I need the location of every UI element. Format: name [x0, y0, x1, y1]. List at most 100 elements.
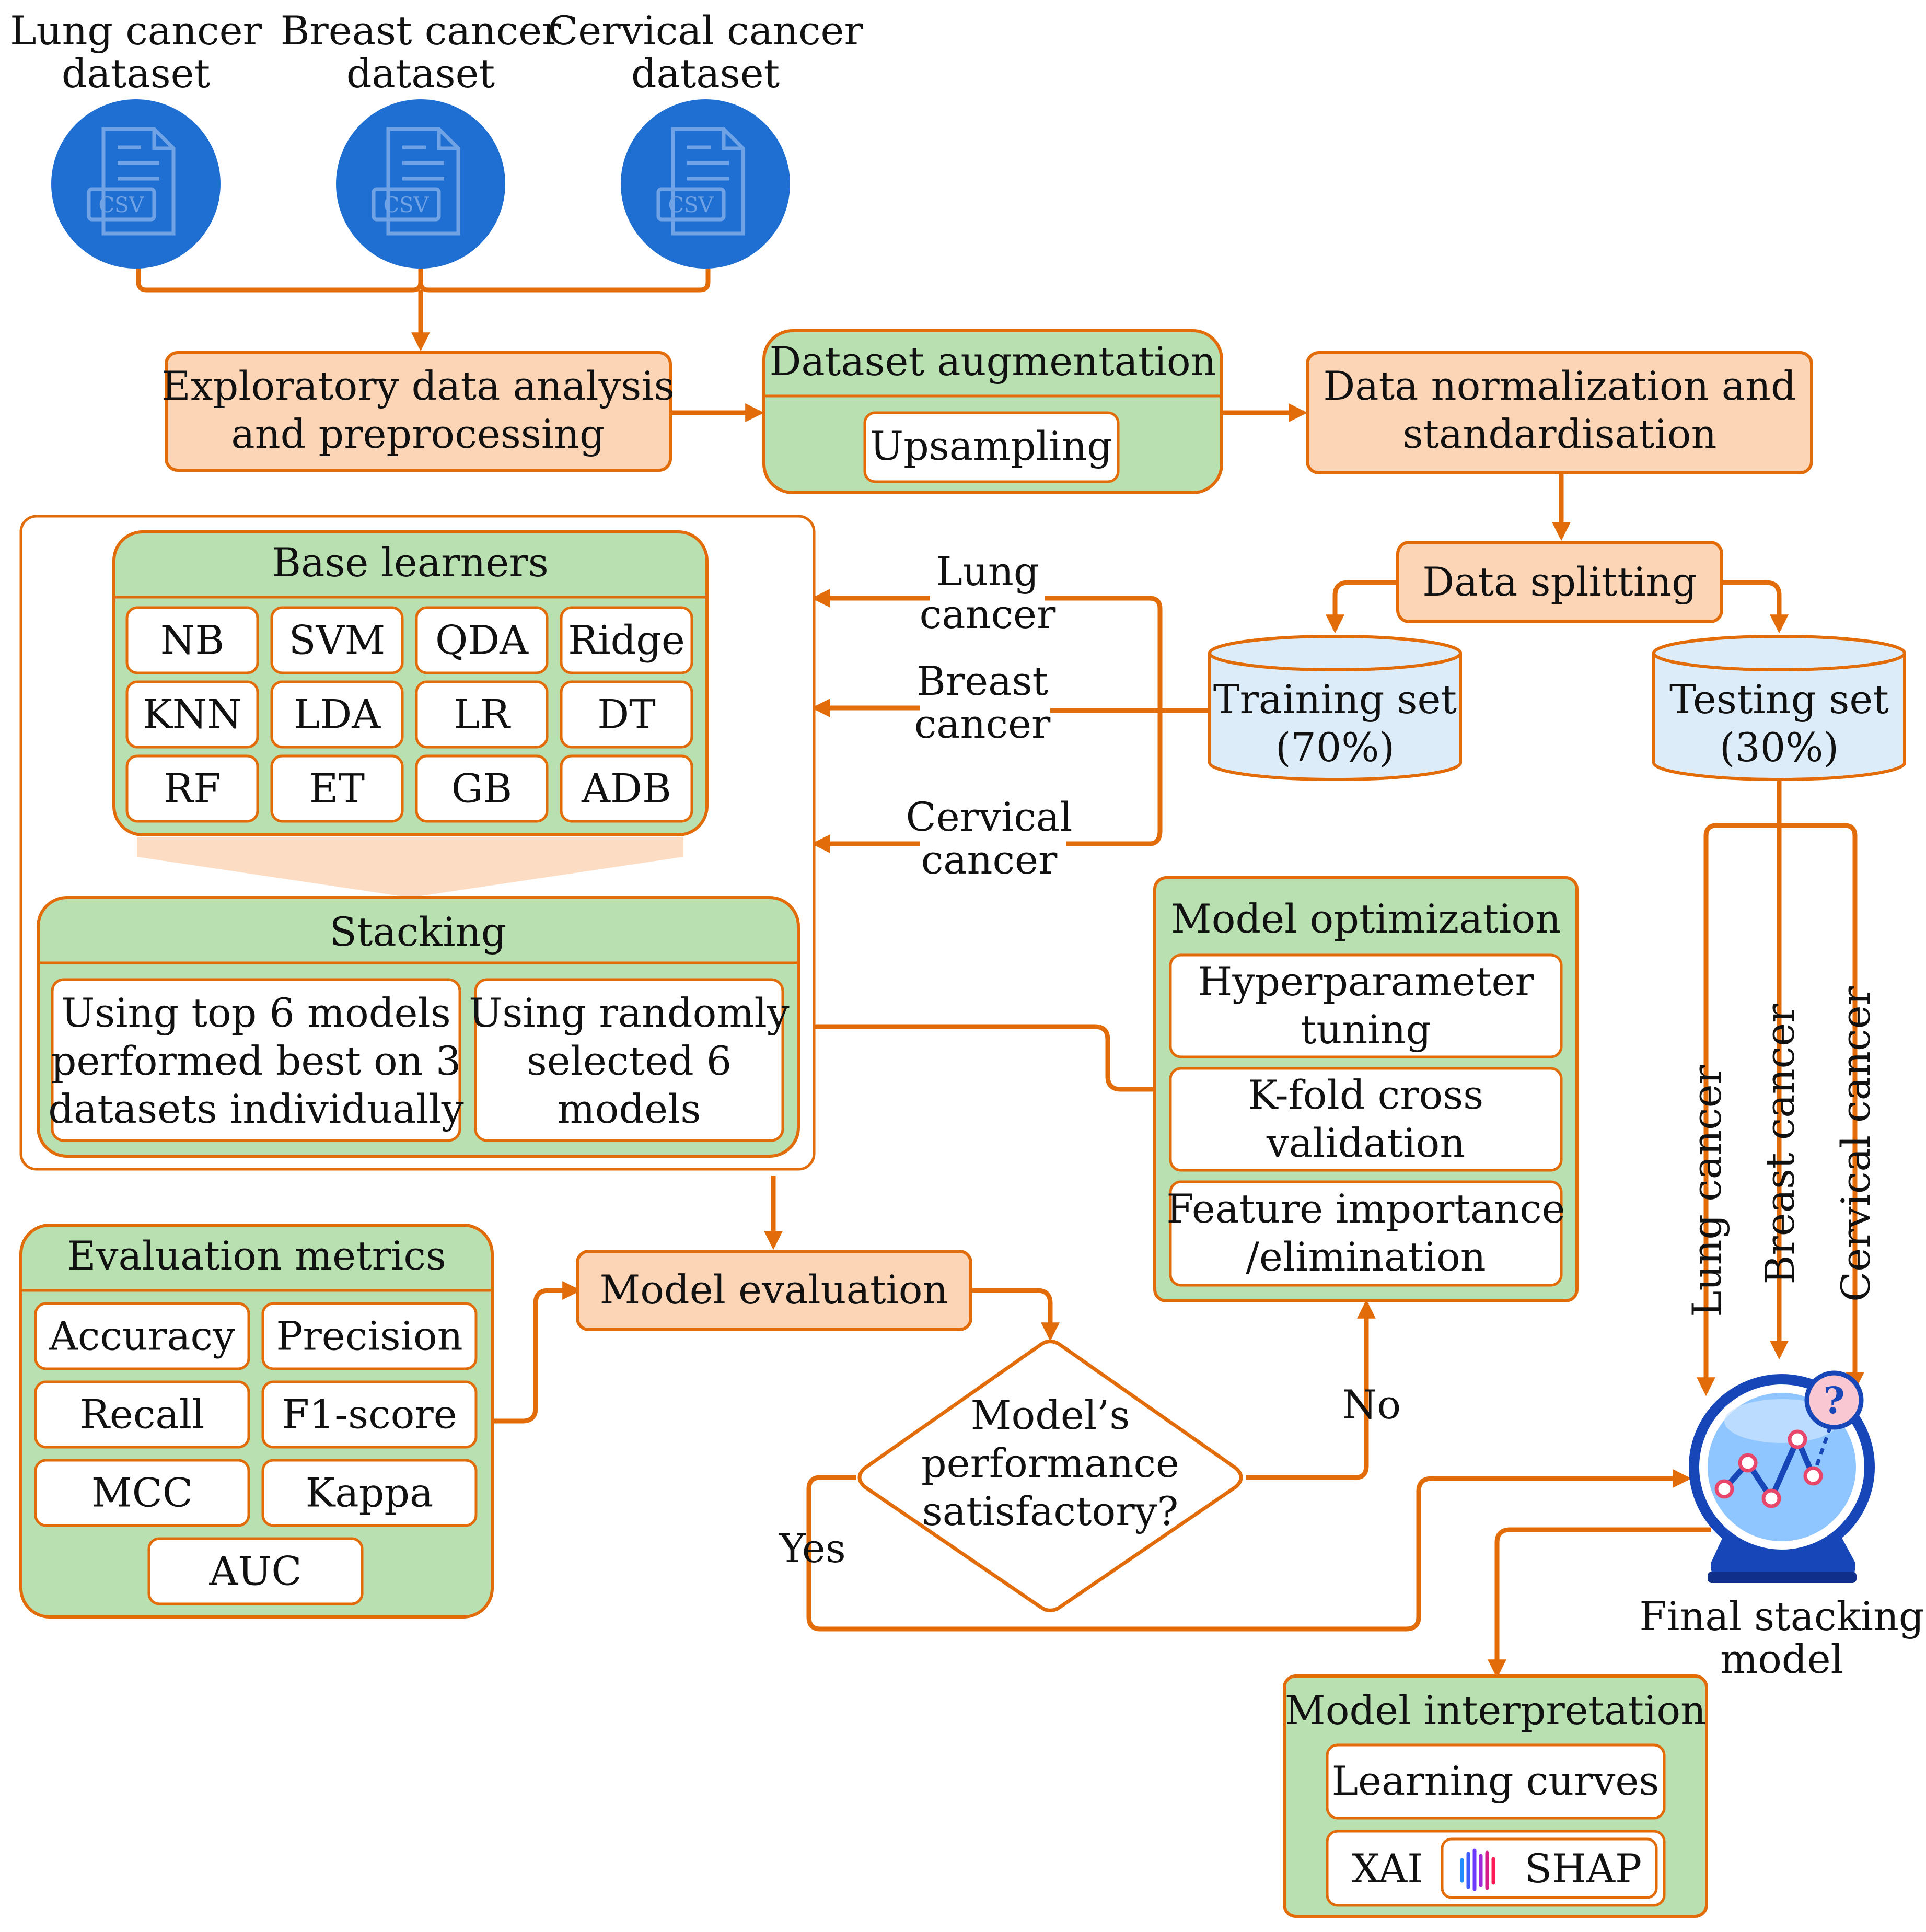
shap-label: SHAP: [1525, 1845, 1642, 1892]
model-interpretation-title: Model interpretation: [1285, 1687, 1706, 1733]
learner-item: GB: [415, 754, 549, 823]
metric-item: Accuracy: [34, 1302, 250, 1370]
svg-text:Model evaluation: Model evaluation: [599, 1266, 948, 1313]
stacking-top-models: [51, 978, 461, 1142]
svg-text:GB: GB: [451, 765, 513, 812]
learner-item: LR: [415, 680, 549, 749]
arrow-no-to-optimization: [1246, 1299, 1376, 1480]
evaluation-metrics-title: Evaluation metrics: [67, 1232, 446, 1279]
connector-training-bracket: [1045, 596, 1163, 609]
kfold-validation-item: [1169, 1067, 1563, 1172]
learner-item: QDA: [415, 606, 549, 674]
svg-text:Testing set(30%): Testing set(30%): [1669, 676, 1889, 771]
shap-logo-icon: [1460, 1848, 1495, 1891]
xai-label: XAI: [1352, 1845, 1423, 1892]
funnel-shape: [137, 837, 683, 898]
test-branch-breast: Breast cancer: [1757, 1004, 1803, 1285]
svg-text:Upsampling: Upsampling: [870, 423, 1112, 469]
feature-importance-item: [1169, 1180, 1563, 1287]
learner-item: DT: [560, 680, 693, 749]
svg-text:SVM: SVM: [289, 617, 386, 664]
svg-text:QDA: QDA: [435, 617, 529, 664]
learner-item: RF: [125, 754, 259, 823]
learner-item: NB: [125, 606, 259, 674]
model-interpretation-box: Model interpretation Learning curves XAI…: [1283, 1674, 1708, 1918]
connector-cervical-dataset: [418, 267, 711, 293]
decision-no-label: No: [1342, 1381, 1401, 1428]
svg-text:Data splitting: Data splitting: [1422, 558, 1697, 605]
augmentation-box: Dataset augmentation Upsampling: [762, 329, 1223, 494]
svg-text:CSV: CSV: [99, 193, 145, 217]
learner-item: KNN: [125, 680, 259, 749]
test-branch-lung: Lung cancer: [1684, 1065, 1730, 1317]
stacking-random-models: [474, 978, 784, 1142]
svg-text:LR: LR: [454, 691, 511, 738]
arrow-optimization-to-stacking: [794, 1017, 1155, 1092]
evaluation-metrics-box: Evaluation metrics Accuracy PrecisionReca…: [19, 1224, 494, 1619]
svg-text:Recall: Recall: [80, 1391, 205, 1438]
training-set-cylinder: Training set(70%): [1208, 635, 1462, 781]
svg-text:Precision: Precision: [276, 1313, 462, 1359]
svg-text:?: ?: [1823, 1379, 1844, 1422]
svg-text:Learning curves: Learning curves: [1332, 1758, 1660, 1804]
svg-text:Kappa: Kappa: [306, 1470, 434, 1516]
csv-file-icon: CSV: [621, 99, 790, 269]
learner-item: Ridge: [560, 606, 693, 674]
hyperparameter-tuning-item: [1169, 953, 1563, 1058]
svg-text:ET: ET: [309, 765, 365, 812]
testing-set-cylinder: Testing set(30%): [1652, 635, 1906, 781]
svg-text:CSV: CSV: [384, 193, 430, 217]
svg-text:MCC: MCC: [91, 1470, 193, 1516]
learner-item: ET: [270, 754, 404, 823]
learner-item: LDA: [270, 680, 404, 749]
metric-item: Recall: [34, 1380, 250, 1449]
connector-lung-dataset: [136, 267, 423, 293]
svg-text:Training set(70%): Training set(70%): [1213, 676, 1457, 771]
augmentation-title: Dataset augmentation: [769, 338, 1216, 385]
crystal-ball-chart-icon: ?: [1689, 1370, 1875, 1583]
svg-text:ADB: ADB: [581, 765, 671, 812]
arrow-yes-to-final-model: [806, 1469, 1692, 1632]
arrow-breast-to-learners: [815, 708, 1160, 711]
connectors: [136, 267, 1864, 1679]
metric-item: MCC: [34, 1459, 250, 1527]
metric-item: Kappa: [261, 1459, 478, 1527]
svg-text:NB: NB: [160, 617, 224, 664]
test-branch-cervical: Cervical cancer: [1832, 986, 1879, 1301]
upsampling-item: [863, 411, 1120, 483]
arrow-metrics-to-evaluation: [492, 1281, 582, 1424]
svg-text:LDA: LDA: [294, 691, 381, 738]
metric-item: AUC: [147, 1537, 364, 1605]
metric-item: Precision: [261, 1302, 478, 1370]
svg-text:CSV: CSV: [668, 193, 714, 217]
svg-text:Feature importance/elimination: Feature importance/elimination: [1166, 1185, 1565, 1280]
learning-curves-item: [1326, 1743, 1666, 1820]
question-badge: [1804, 1370, 1864, 1430]
learner-item: ADB: [560, 754, 693, 823]
svg-text:Ridge: Ridge: [568, 617, 685, 664]
csv-file-icon: CSV: [336, 99, 505, 269]
shap-item: [1441, 1837, 1658, 1899]
